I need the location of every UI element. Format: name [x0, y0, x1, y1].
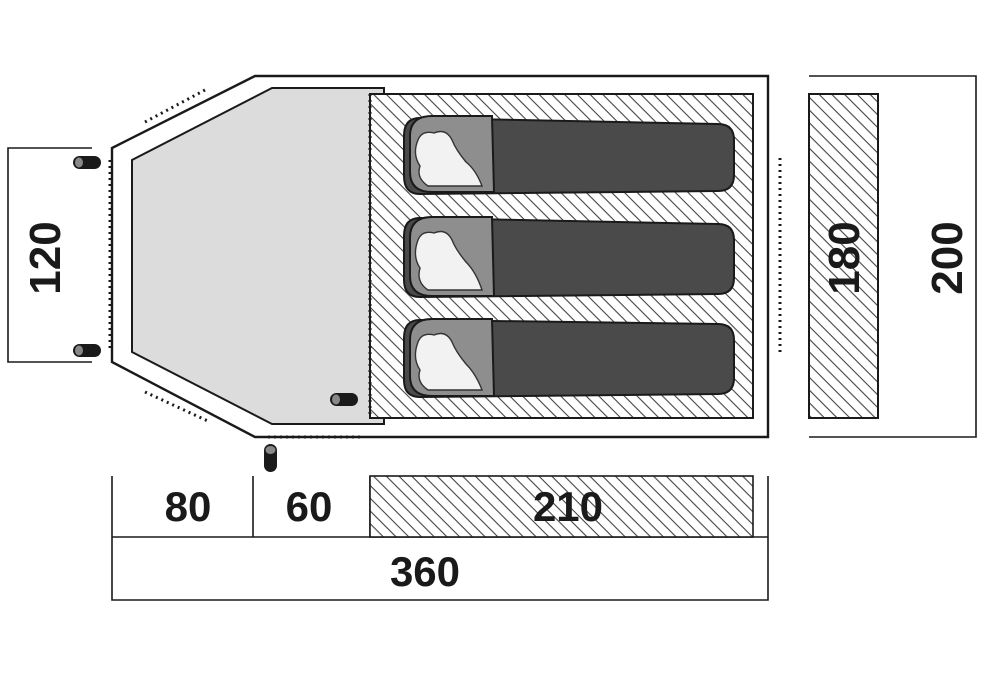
length-table — [111, 475, 769, 601]
sleeping-bag-2 — [403, 216, 735, 299]
vestibule-area — [131, 87, 385, 425]
tent-outer-outline — [110, 74, 770, 439]
peg-icon-bottom — [264, 444, 277, 472]
porch-length-label: 80 — [165, 483, 212, 530]
person-head-icon — [414, 230, 483, 291]
inner-length-cell — [369, 475, 754, 538]
person-head-icon — [414, 332, 484, 391]
door-width-bracket — [7, 147, 92, 363]
peg-icon-top-left — [73, 156, 101, 169]
vestibule-length-label: 60 — [286, 483, 333, 530]
total-width-label: 200 — [923, 221, 972, 294]
person-head-icon — [414, 130, 484, 187]
total-length-label: 360 — [390, 548, 460, 595]
inner-length-label: 210 — [533, 483, 603, 530]
sleeping-bag-1 — [403, 115, 735, 196]
peg-icon-bottom-left — [73, 344, 101, 357]
sleeping-bag-3 — [403, 318, 735, 399]
peg-icon-inner — [330, 393, 358, 406]
inner-width-label: 180 — [820, 221, 869, 294]
inner-width-bar — [808, 93, 879, 419]
total-width-bracket — [809, 75, 977, 438]
door-width-label: 120 — [21, 221, 70, 294]
